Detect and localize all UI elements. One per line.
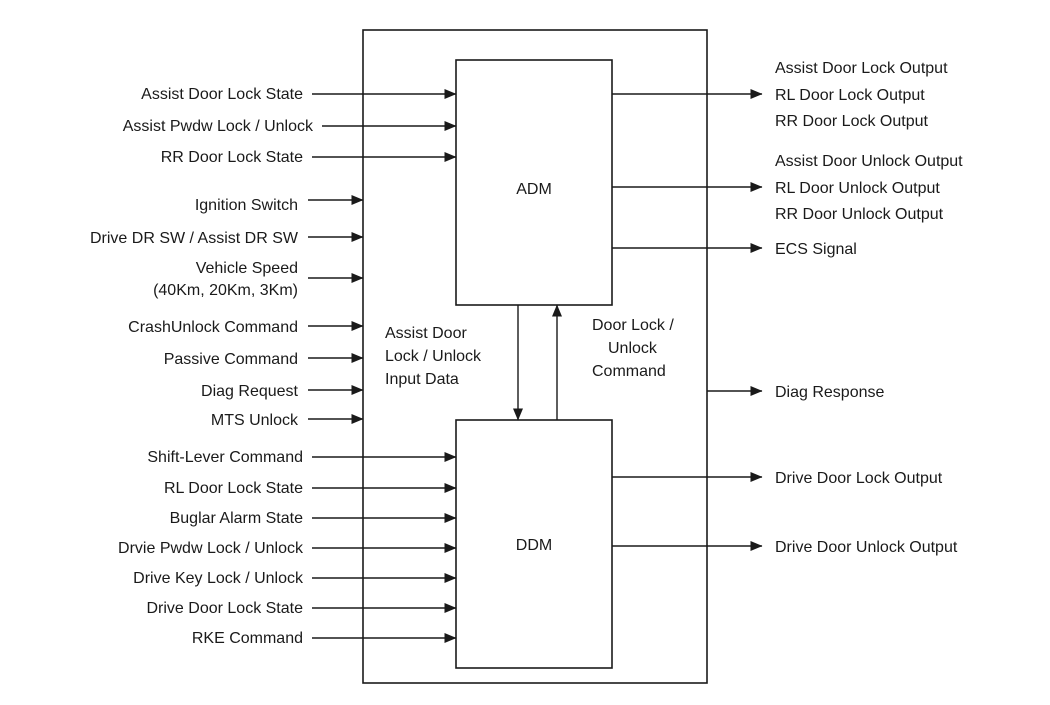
- input-label-vehicle-speed-detail: (40Km, 20Km, 3Km): [153, 282, 298, 299]
- input-label-ignition-switch: Ignition Switch: [195, 197, 298, 214]
- input-label-drive-key-lock-unlock: Drive Key Lock / Unlock: [133, 570, 304, 587]
- internal-label-adm-to-ddm-line1: Assist Door: [385, 325, 467, 342]
- input-label-rr-door-lock-state: RR Door Lock State: [161, 149, 303, 166]
- output-label-rl-door-unlock-output: RL Door Unlock Output: [775, 180, 940, 197]
- block-adm[interactable]: [455, 59, 613, 306]
- input-label-drvie-pwdw-lock-unlock: Drvie Pwdw Lock / Unlock: [118, 540, 304, 557]
- input-label-shift-lever-command: Shift-Lever Command: [147, 449, 303, 466]
- output-label-assist-door-unlock-output: Assist Door Unlock Output: [775, 153, 963, 170]
- internal-label-ddm-to-adm-line2: Unlock: [608, 340, 658, 357]
- input-label-drive-dr-sw-assist-dr-sw: Drive DR SW / Assist DR SW: [90, 230, 299, 247]
- output-label-ecs-signal: ECS Signal: [775, 241, 857, 258]
- input-label-assist-pwdw-lock-unlock: Assist Pwdw Lock / Unlock: [123, 118, 314, 135]
- input-label-buglar-alarm-state: Buglar Alarm State: [170, 510, 304, 527]
- input-label-passive-command: Passive Command: [164, 351, 298, 368]
- input-label-diag-request: Diag Request: [201, 383, 299, 400]
- block-adm-label: ADM: [516, 181, 552, 198]
- output-label-rl-door-lock-output: RL Door Lock Output: [775, 87, 925, 104]
- internal-label-adm-to-ddm-line3: Input Data: [385, 371, 459, 388]
- block-ddm-label: DDM: [516, 537, 552, 554]
- internal-label-ddm-to-adm-line1: Door Lock /: [592, 317, 674, 334]
- output-label-drive-door-unlock-output: Drive Door Unlock Output: [775, 539, 958, 556]
- input-label-drive-door-lock-state: Drive Door Lock State: [146, 600, 303, 617]
- input-label-crashunlock-command: CrashUnlock Command: [128, 319, 298, 336]
- output-label-assist-door-lock-output: Assist Door Lock Output: [775, 60, 948, 77]
- internal-label-adm-to-ddm-line2: Lock / Unlock: [385, 348, 482, 365]
- output-label-rr-door-lock-output: RR Door Lock Output: [775, 113, 929, 130]
- input-label-assist-door-lock-state: Assist Door Lock State: [141, 86, 303, 103]
- output-label-diag-response: Diag Response: [775, 384, 885, 401]
- output-label-drive-door-lock-output: Drive Door Lock Output: [775, 470, 943, 487]
- input-label-vehicle-speed: Vehicle Speed: [196, 260, 298, 277]
- internal-label-ddm-to-adm-line3: Command: [592, 363, 666, 380]
- input-label-rl-door-lock-state: RL Door Lock State: [164, 480, 303, 497]
- input-label-rke-command: RKE Command: [192, 630, 303, 647]
- output-label-rr-door-unlock-output: RR Door Unlock Output: [775, 206, 944, 223]
- input-label-mts-unlock: MTS Unlock: [211, 412, 299, 429]
